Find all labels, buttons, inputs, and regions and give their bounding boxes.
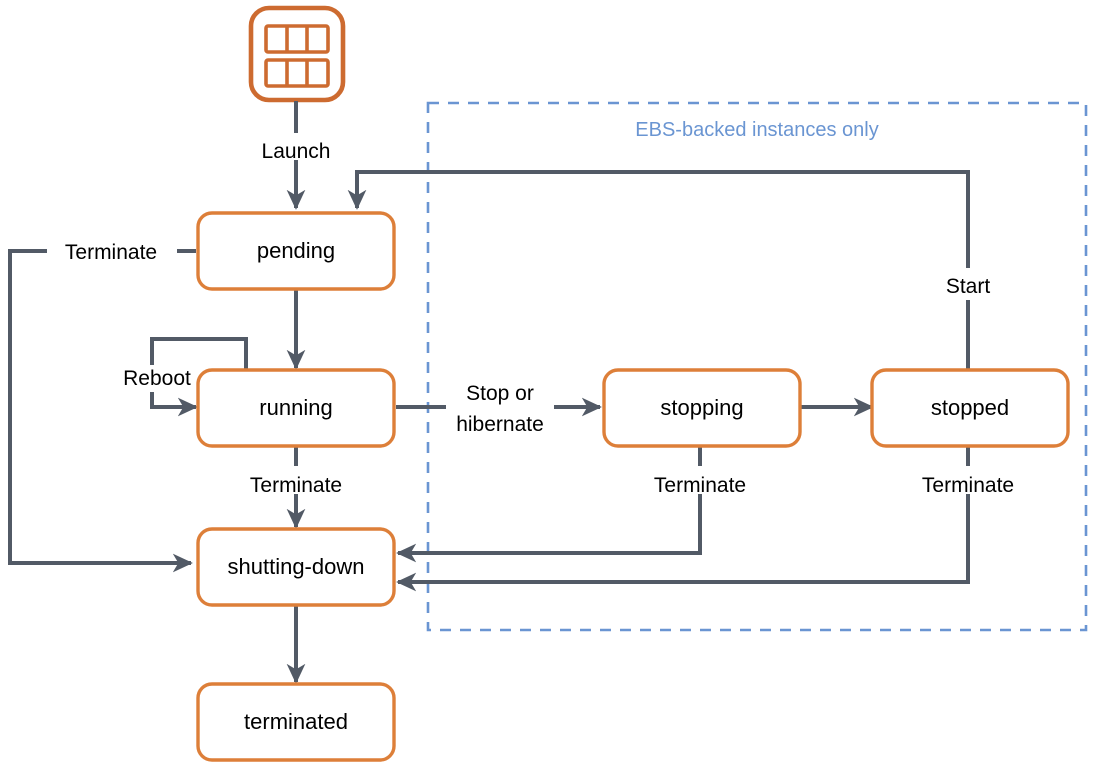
- state-box-pending[interactable]: [196, 211, 396, 291]
- state-label-pending: pending: [257, 238, 335, 263]
- state-box-stopping[interactable]: [602, 368, 802, 448]
- ec2-instance-icon: [248, 5, 346, 103]
- edge-label-stop-or-hibernate-line1: Stop or: [466, 382, 534, 405]
- edge-label-pending-terminate: Terminate: [65, 241, 157, 264]
- state-node-terminated[interactable]: terminated: [196, 682, 396, 762]
- state-label-stopped: stopped: [931, 395, 1009, 420]
- connector-stopping-terminate-lower: [396, 494, 702, 563]
- edge-label-start: Start: [946, 275, 991, 298]
- connector-pending-terminate-path: [8, 249, 193, 573]
- connector-stopped-terminate-lower: [396, 494, 970, 592]
- state-label-running: running: [259, 395, 332, 420]
- connector-reboot-upper: [150, 337, 248, 374]
- edge-label-stopping-terminate: Terminate: [654, 474, 746, 497]
- state-node-stopping[interactable]: stopping: [602, 368, 802, 448]
- state-label-shutting-down: shutting-down: [228, 554, 365, 579]
- edge-label-launch: Launch: [262, 140, 331, 163]
- state-box-running[interactable]: [196, 368, 396, 448]
- state-node-stopped[interactable]: stopped: [870, 368, 1070, 448]
- state-box-terminated[interactable]: [196, 682, 396, 762]
- state-node-shutting-down[interactable]: shutting-down: [196, 527, 396, 607]
- state-node-running[interactable]: running: [196, 368, 396, 448]
- connector-start-upper: [347, 170, 970, 268]
- edge-label-stopped-terminate: Terminate: [922, 474, 1014, 497]
- edge-label-reboot: Reboot: [123, 367, 191, 390]
- state-box-shutting-down[interactable]: [196, 527, 396, 607]
- ebs-group-label: EBS-backed instances only: [635, 119, 878, 141]
- state-label-terminated: terminated: [244, 709, 348, 734]
- state-label-stopping: stopping: [660, 395, 743, 420]
- state-node-pending[interactable]: pending: [196, 211, 396, 291]
- edge-label-stop-or-hibernate-line2: hibernate: [456, 413, 544, 436]
- connector-reboot-lower: [150, 392, 198, 417]
- ebs-group-frame: [426, 101, 1088, 632]
- edge-label-running-terminate: Terminate: [250, 474, 342, 497]
- state-box-stopped[interactable]: [870, 368, 1070, 448]
